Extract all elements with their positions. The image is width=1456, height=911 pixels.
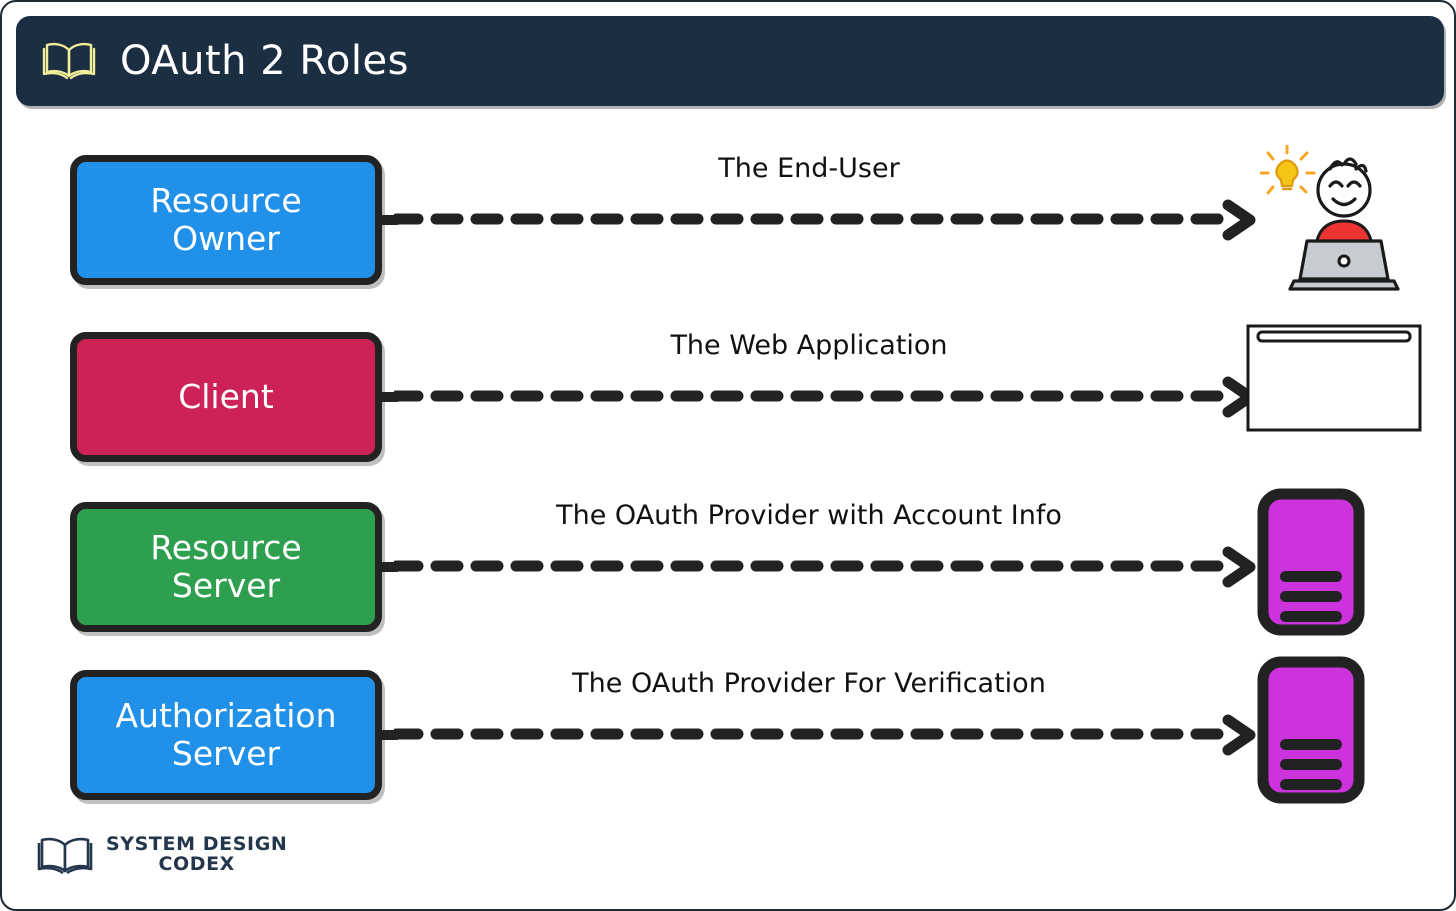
connector-label: The OAuth Provider with Account Info — [556, 500, 1062, 531]
connector: The Web Application — [394, 320, 1454, 472]
icon-browser-window — [1244, 320, 1422, 470]
role-row: Client The Web Application — [2, 320, 1454, 472]
connector: The OAuth Provider For Verification — [394, 656, 1454, 810]
footer-logo-line1: SYSTEM DESIGN — [106, 833, 288, 856]
connector-label: The OAuth Provider For Verification — [572, 668, 1046, 699]
dashed-arrow-line — [394, 213, 1232, 225]
icon-server — [1256, 487, 1426, 637]
role-row: Resource Owner The End-User — [2, 145, 1454, 295]
dashed-arrow-line — [394, 390, 1232, 402]
role-label-line: Resource — [150, 181, 302, 221]
open-book-icon — [36, 832, 94, 878]
dashed-arrow-line — [394, 560, 1232, 572]
role-box-authorization-server[interactable]: Authorization Server — [70, 670, 400, 800]
arrow-head-icon — [1222, 546, 1256, 588]
footer-logo: SYSTEM DESIGN CODEX — [36, 832, 287, 878]
footer-logo-line2: CODEX — [158, 853, 235, 875]
page-title: OAuth 2 Roles — [120, 38, 409, 84]
header-bar: OAuth 2 Roles — [16, 16, 1444, 106]
connector: The OAuth Provider with Account Info — [394, 488, 1454, 642]
role-label-line: Server — [171, 734, 281, 773]
role-label-line: Authorization — [115, 696, 337, 736]
footer-logo-text: SYSTEM DESIGN CODEX — [106, 833, 288, 875]
role-label-line: Client — [178, 377, 274, 417]
arrow-head-icon — [1222, 199, 1256, 241]
connector: The End-User — [394, 145, 1454, 295]
role-row: Resource Server The OAuth Provider with … — [2, 488, 1454, 642]
open-book-icon — [40, 39, 98, 83]
dashed-arrow-line — [394, 728, 1232, 740]
role-row: Authorization Server The OAuth Provider … — [2, 656, 1454, 810]
icon-server — [1256, 655, 1426, 805]
role-label-line: Owner — [172, 219, 280, 258]
role-label-line: Server — [171, 566, 281, 605]
connector-label: The End-User — [718, 153, 900, 184]
role-box-resource-server[interactable]: Resource Server — [70, 502, 400, 632]
icon-person-at-laptop — [1260, 145, 1430, 295]
arrow-head-icon — [1222, 714, 1256, 756]
role-label-line: Resource — [150, 528, 302, 568]
role-box-client[interactable]: Client — [70, 332, 400, 462]
connector-label: The Web Application — [670, 330, 948, 361]
role-box-resource-owner[interactable]: Resource Owner — [70, 155, 400, 285]
